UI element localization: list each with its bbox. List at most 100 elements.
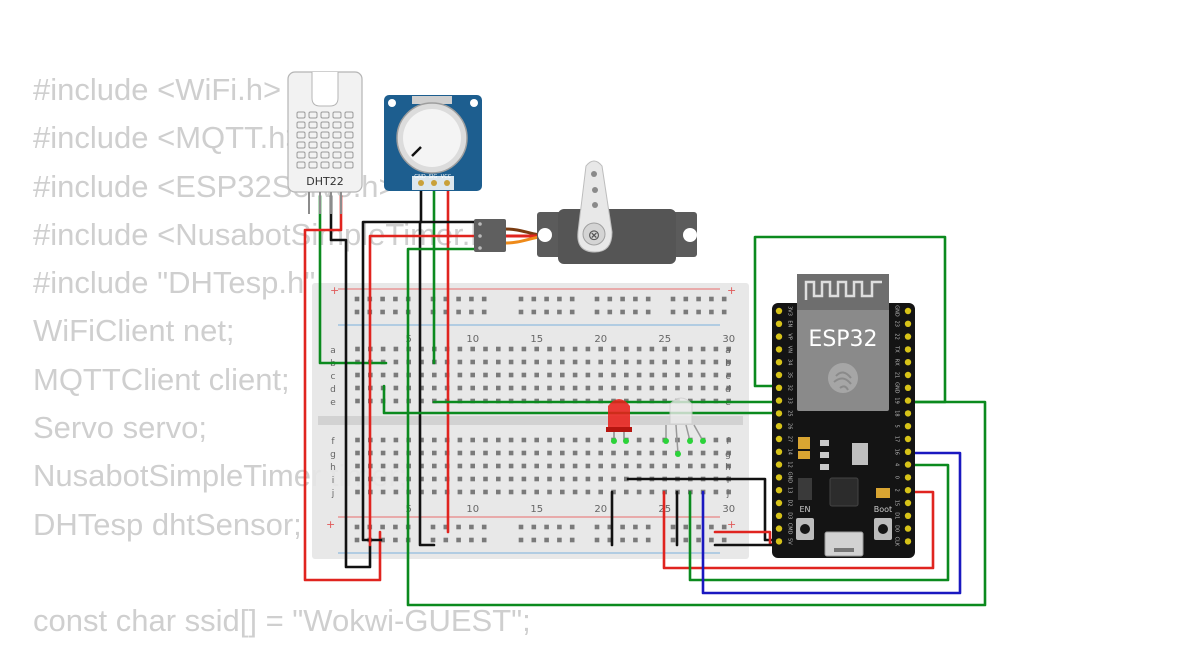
rail-hole bbox=[481, 537, 487, 543]
boot-button[interactable]: Boot bbox=[874, 505, 892, 540]
bb-hole bbox=[547, 437, 552, 443]
esp-pin-label: RX bbox=[894, 359, 900, 366]
vent-slot bbox=[308, 161, 318, 169]
bb-hole bbox=[508, 385, 514, 391]
bb-hole bbox=[355, 346, 360, 352]
bb-hole bbox=[598, 476, 603, 482]
rail-hole bbox=[683, 309, 689, 315]
rail-hole bbox=[569, 309, 575, 315]
bb-hole bbox=[432, 385, 437, 391]
esp-pin[interactable] bbox=[904, 359, 912, 366]
wire-dht-vcc bbox=[303, 194, 382, 582]
vent-slot bbox=[320, 151, 330, 159]
esp-pin[interactable] bbox=[775, 333, 783, 340]
row-label: j bbox=[726, 489, 730, 499]
esp-pin[interactable] bbox=[775, 461, 783, 468]
bb-hole bbox=[355, 437, 360, 443]
esp-pin[interactable] bbox=[904, 435, 912, 443]
bb-hole bbox=[636, 437, 642, 443]
rgb-led[interactable] bbox=[663, 397, 706, 457]
rail-hole bbox=[620, 524, 625, 530]
esp-pin[interactable] bbox=[904, 499, 912, 507]
esp-pin[interactable] bbox=[775, 359, 783, 366]
bb-hole bbox=[624, 463, 629, 469]
esp-pin[interactable] bbox=[775, 397, 783, 404]
bb-hole bbox=[598, 437, 603, 443]
bb-hole bbox=[534, 437, 539, 443]
vent-slot bbox=[308, 131, 318, 139]
rail-hole bbox=[380, 309, 385, 315]
esp-pin[interactable] bbox=[775, 320, 783, 327]
esp-pin[interactable] bbox=[775, 538, 783, 545]
bb-hole bbox=[700, 372, 706, 378]
bb-hole bbox=[675, 385, 680, 391]
esp-pin[interactable] bbox=[904, 538, 912, 545]
esp-pin[interactable] bbox=[904, 461, 912, 468]
esp-pin[interactable] bbox=[904, 487, 912, 494]
bb-hole bbox=[713, 385, 719, 391]
esp-pin[interactable] bbox=[775, 512, 783, 519]
row-label: c bbox=[331, 372, 336, 382]
bb-hole bbox=[688, 346, 693, 352]
row-label: j bbox=[331, 489, 335, 499]
vent-slot bbox=[308, 111, 318, 119]
esp-pin[interactable] bbox=[775, 346, 783, 353]
bb-hole bbox=[496, 385, 501, 391]
bb-hole bbox=[380, 437, 386, 443]
dht22-sensor[interactable]: DHT22 bbox=[287, 71, 363, 214]
esp-pin[interactable] bbox=[904, 333, 912, 340]
bb-hole bbox=[726, 372, 731, 378]
rail-hole bbox=[607, 309, 613, 315]
esp-pin[interactable] bbox=[775, 525, 783, 532]
esp-pin[interactable] bbox=[775, 448, 783, 455]
esp-pin[interactable] bbox=[775, 423, 783, 430]
esp-pin[interactable] bbox=[775, 307, 783, 315]
esp-pin[interactable] bbox=[775, 371, 783, 379]
esp-pin[interactable] bbox=[904, 371, 912, 379]
servo-motor[interactable]: ⊗ bbox=[474, 160, 697, 264]
esp-pin[interactable] bbox=[775, 487, 783, 494]
potentiometer[interactable]: GND SIG VCC bbox=[384, 95, 482, 191]
esp-pin[interactable] bbox=[904, 448, 912, 455]
esp-pin[interactable] bbox=[904, 397, 912, 404]
en-button[interactable]: EN bbox=[796, 505, 814, 540]
bb-hole bbox=[470, 463, 475, 469]
esp-pin[interactable] bbox=[775, 499, 783, 507]
esp32-board[interactable]: ESP32 EN Boot 3V3ENVPVN34353233252627141… bbox=[772, 274, 915, 558]
esp-pin[interactable] bbox=[904, 410, 912, 417]
esp-pin[interactable] bbox=[775, 435, 783, 443]
wire-dht-gnd bbox=[329, 194, 372, 569]
esp-pin-label: 17 bbox=[894, 436, 900, 442]
bb-hole bbox=[585, 372, 591, 378]
esp-pin[interactable] bbox=[904, 525, 912, 532]
row-label: i bbox=[727, 476, 730, 486]
bb-hole bbox=[483, 450, 488, 456]
esp-pin[interactable] bbox=[904, 384, 912, 391]
rail-hole bbox=[469, 524, 474, 530]
esp-pin[interactable] bbox=[775, 410, 783, 417]
esp-pin[interactable] bbox=[904, 320, 912, 327]
micro-usb-port bbox=[824, 531, 864, 557]
bb-hole bbox=[393, 489, 399, 495]
row-label: e bbox=[330, 398, 336, 408]
bb-hole bbox=[611, 489, 616, 495]
bb-hole bbox=[355, 385, 360, 391]
esp-pin[interactable] bbox=[904, 512, 912, 519]
bb-hole bbox=[611, 476, 616, 482]
bb-hole bbox=[598, 385, 603, 391]
esp-pin[interactable] bbox=[775, 474, 783, 481]
rail-plus-label: + bbox=[727, 518, 736, 531]
esp-pin[interactable] bbox=[904, 423, 912, 430]
bb-hole bbox=[713, 463, 719, 469]
bb-hole bbox=[496, 346, 501, 352]
esp-pin[interactable] bbox=[904, 474, 912, 481]
esp-pin-label: 2 bbox=[894, 489, 900, 492]
rail-hole bbox=[645, 537, 651, 543]
bb-hole bbox=[700, 385, 706, 391]
rail-hole bbox=[456, 296, 461, 302]
esp-pin[interactable] bbox=[775, 384, 783, 391]
red-led[interactable] bbox=[606, 399, 632, 444]
esp-pin[interactable] bbox=[904, 346, 912, 353]
esp-pin[interactable] bbox=[904, 307, 912, 315]
vent-slot bbox=[344, 111, 354, 119]
